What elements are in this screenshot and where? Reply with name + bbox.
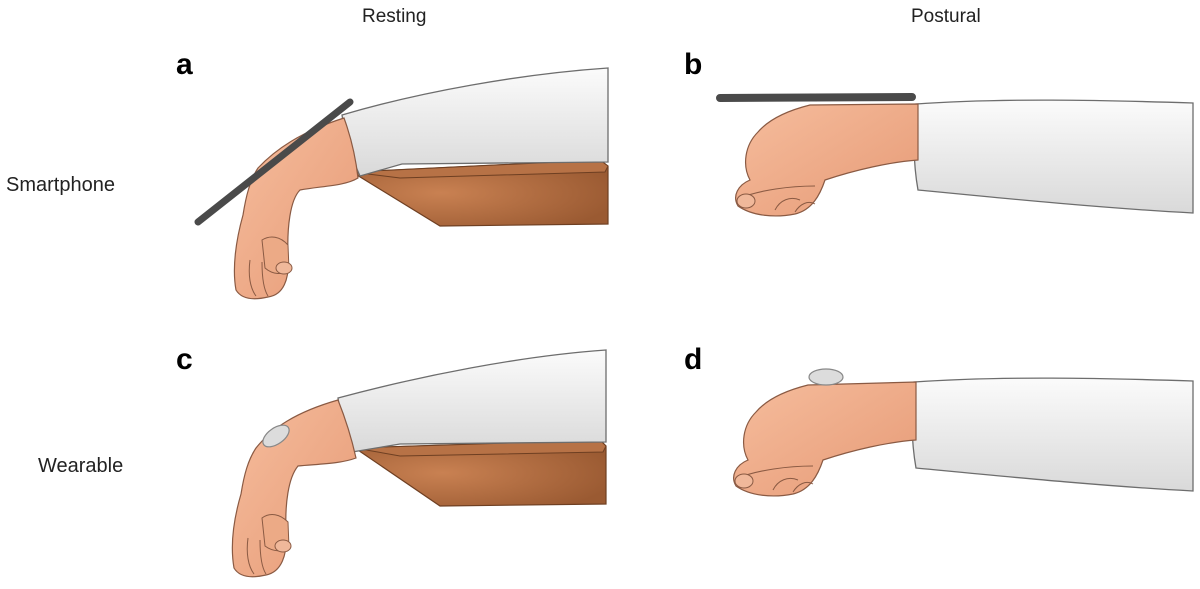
hand-d bbox=[733, 381, 917, 497]
column-title-resting: Resting bbox=[362, 6, 427, 27]
hand-c bbox=[231, 399, 357, 578]
wearable-sensor-c bbox=[262, 424, 290, 448]
sleeve-c bbox=[337, 349, 607, 453]
row-label-smartphone: Smartphone bbox=[6, 174, 115, 196]
wearable-sensor-d bbox=[808, 368, 844, 386]
smartphone-b bbox=[716, 93, 916, 102]
panel-c-illustration bbox=[231, 349, 607, 578]
row-label-wearable: Wearable bbox=[38, 455, 124, 477]
sleeve-b bbox=[913, 99, 1194, 214]
panel-a-illustration bbox=[194, 67, 609, 300]
panel-letter-a: a bbox=[176, 48, 193, 81]
panel-d-illustration bbox=[733, 368, 1194, 497]
smartphone-a bbox=[194, 98, 354, 226]
panel-letter-d: d bbox=[684, 343, 703, 376]
sleeve-a bbox=[341, 67, 609, 177]
sleeve-d bbox=[911, 377, 1194, 492]
column-title-postural: Postural bbox=[911, 6, 981, 27]
panel-letter-c: c bbox=[176, 343, 193, 376]
panel-letter-b: b bbox=[684, 48, 703, 81]
hand-b bbox=[735, 103, 919, 217]
panel-b-illustration bbox=[716, 93, 1194, 217]
